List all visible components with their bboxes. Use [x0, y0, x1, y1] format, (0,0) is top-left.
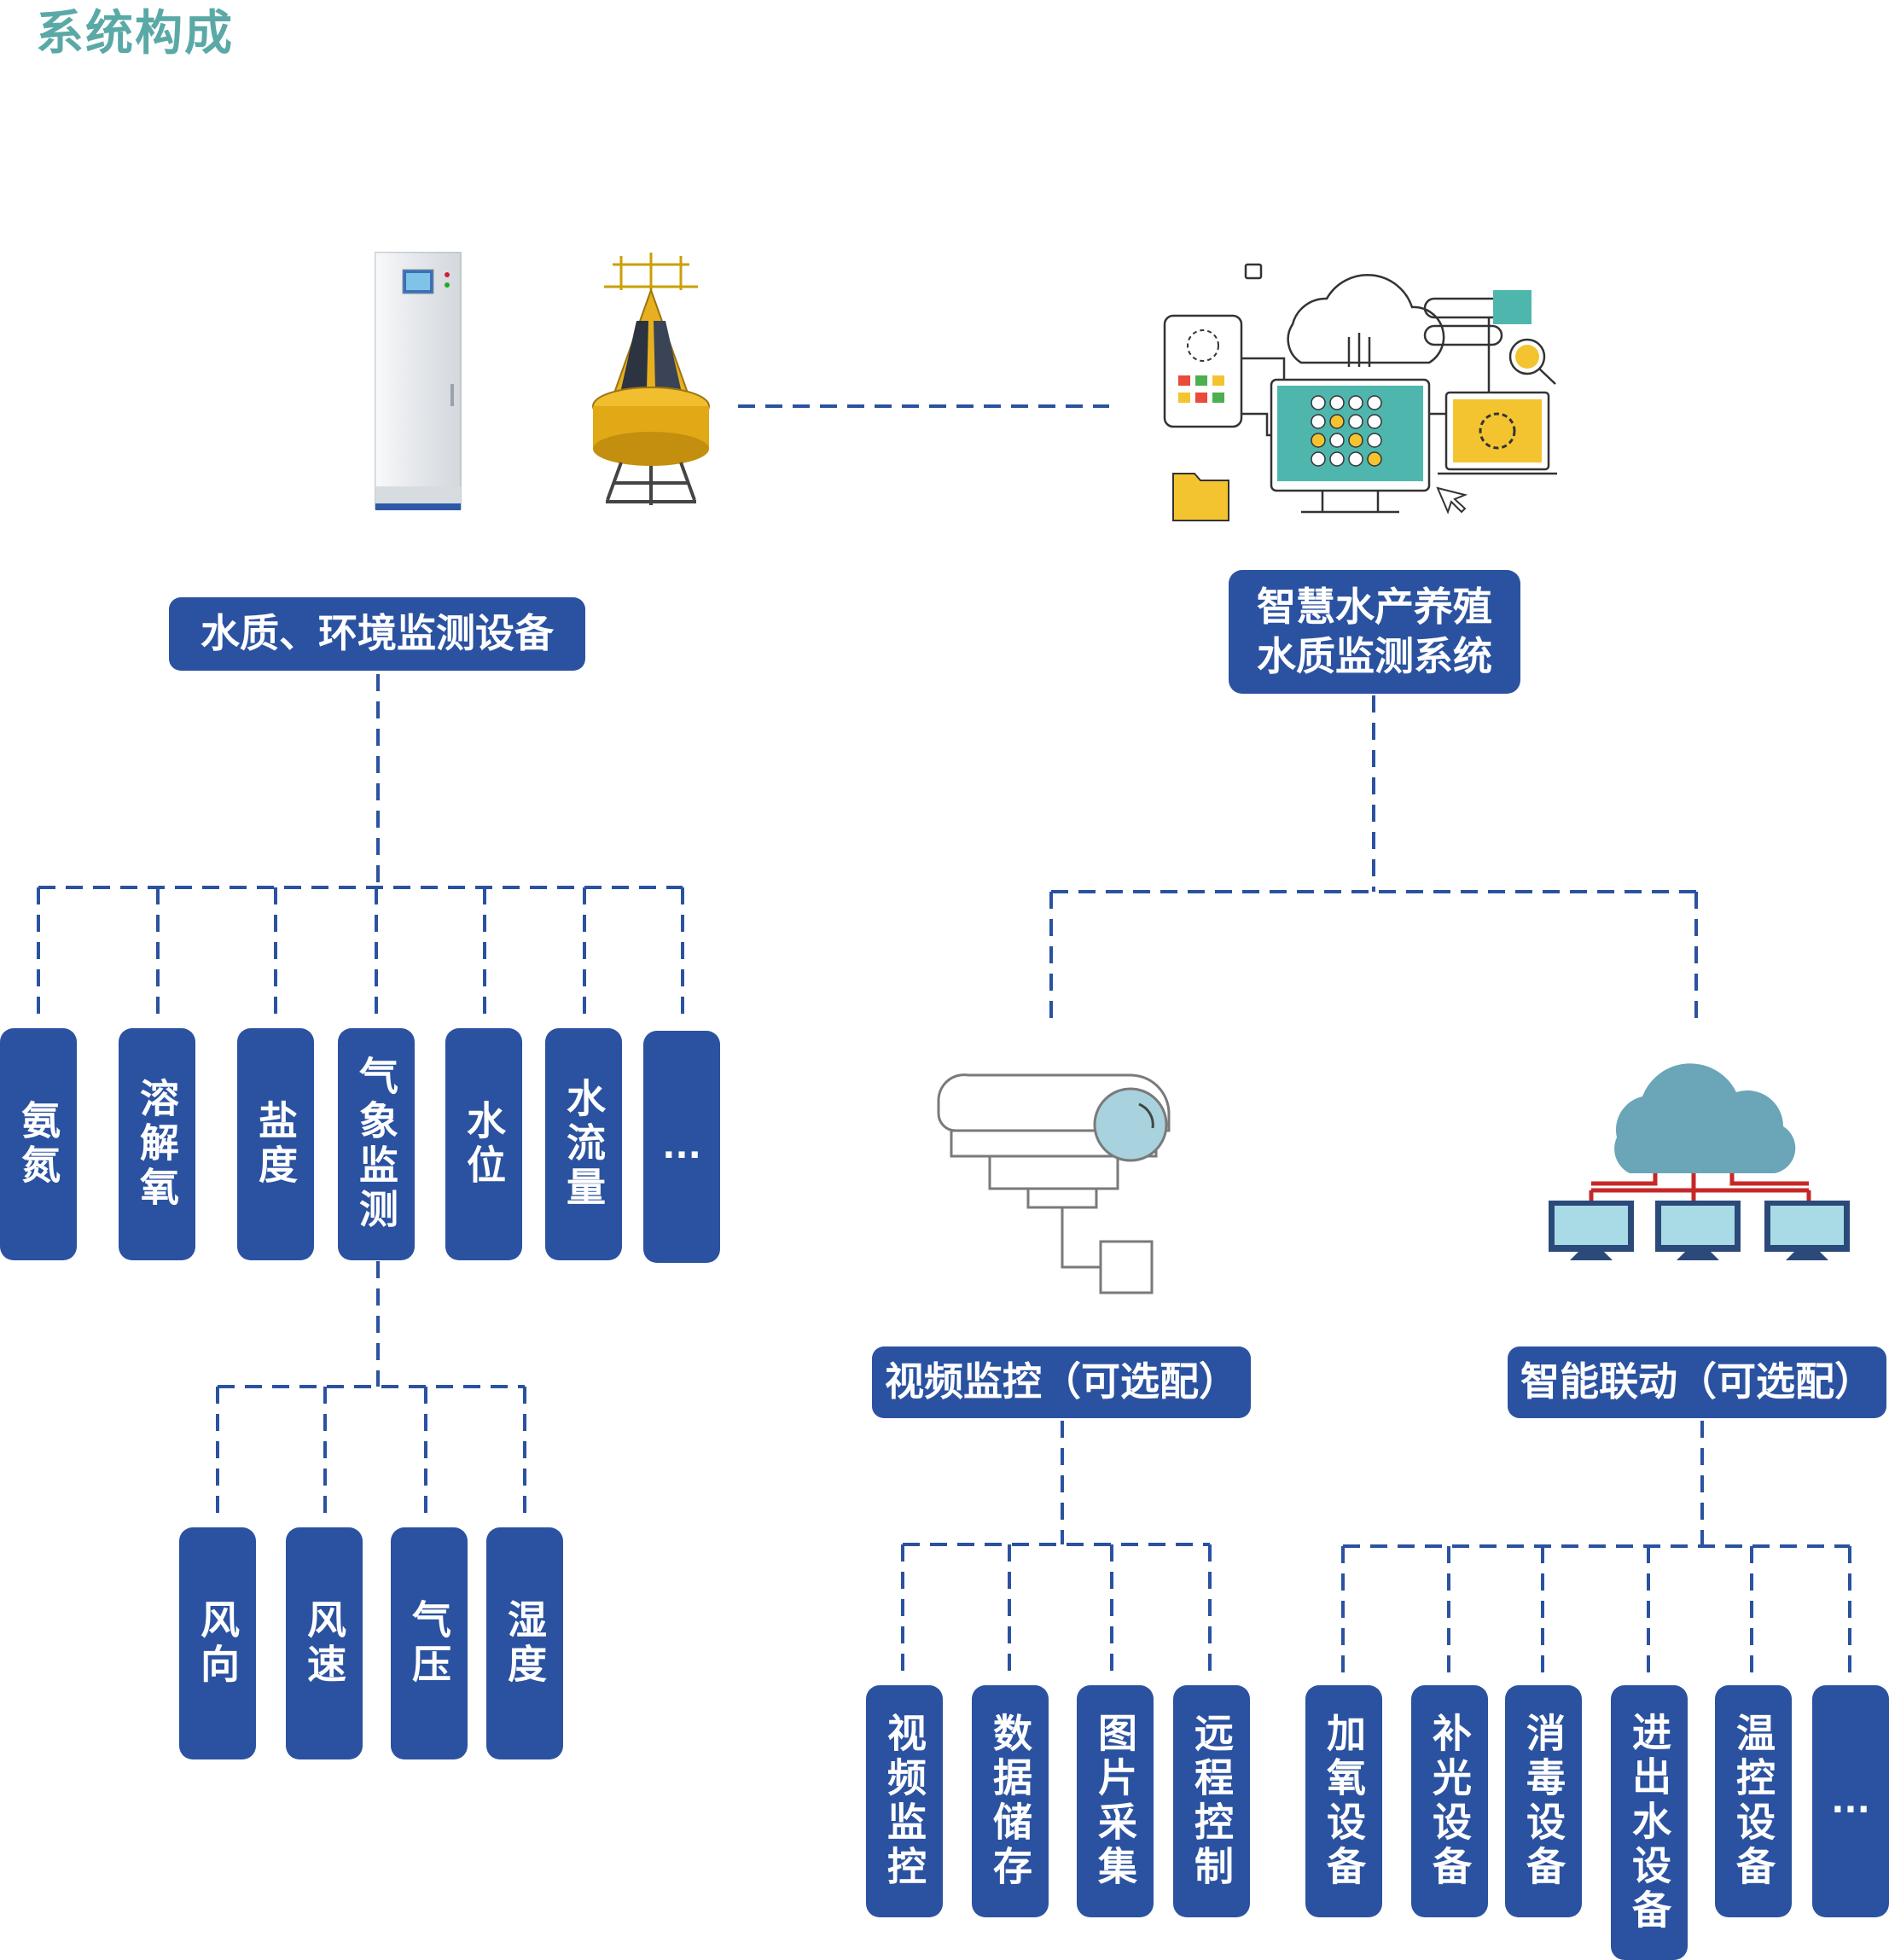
item-weather-monitoring: 气象监测: [338, 1028, 415, 1260]
item-disinfection-device: 消毒设备: [1505, 1685, 1582, 1917]
item-lighting-device: 补光设备: [1411, 1685, 1488, 1917]
cloud-network-icon: [1549, 1063, 1850, 1260]
item-more: ...: [643, 1031, 720, 1263]
smart-system-icon: [1163, 263, 1557, 521]
item-temperature-device: 温控设备: [1715, 1685, 1792, 1917]
page-title: 系统构成: [36, 6, 234, 61]
item-more-linkage: ...: [1812, 1685, 1889, 1917]
item-humidity: 湿度: [486, 1527, 563, 1759]
item-image-capture: 图片采集: [1077, 1685, 1154, 1917]
item-wind-speed: 风速: [286, 1527, 363, 1759]
item-remote-control: 远程控制: [1173, 1685, 1250, 1917]
item-water-inout-device: 进出水设备: [1611, 1685, 1688, 1960]
item-air-pressure: 气压: [391, 1527, 468, 1759]
item-video-monitoring: 视频监控: [866, 1685, 943, 1917]
item-data-storage: 数据储存: [972, 1685, 1049, 1917]
video-monitoring-header: 视频监控（可选配）: [872, 1346, 1251, 1418]
cabinet-icon: [375, 252, 462, 510]
system-header: 智慧水产养殖 水质监测系统: [1229, 570, 1520, 694]
item-wind-direction: 风向: [179, 1527, 256, 1759]
item-aeration-device: 加氧设备: [1305, 1685, 1382, 1917]
item-water-flow: 水流量: [545, 1028, 622, 1260]
monitoring-equipment-header: 水质、环境监测设备: [169, 597, 585, 671]
buoy-icon: [592, 253, 710, 505]
smart-linkage-header: 智能联动（可选配）: [1508, 1346, 1886, 1418]
item-water-level: 水位: [445, 1028, 522, 1260]
item-dissolved-oxygen: 溶解氧: [119, 1028, 195, 1260]
item-salinity: 盐度: [237, 1028, 314, 1260]
item-ammonia: 氨氮: [0, 1028, 77, 1260]
camera-icon: [937, 1073, 1171, 1294]
